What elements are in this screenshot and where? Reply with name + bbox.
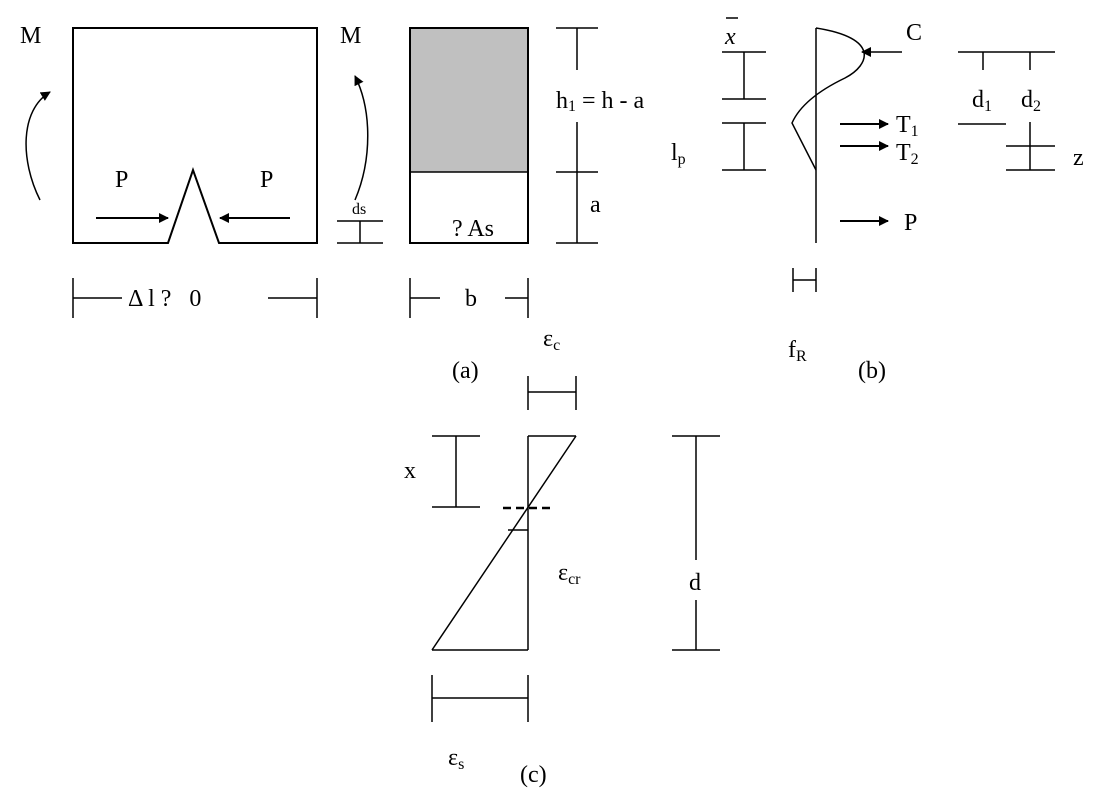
beam-element <box>72 27 318 244</box>
ds-label: ds <box>352 201 366 218</box>
force-left-label: P <box>115 167 128 193</box>
x-label: x <box>404 458 416 484</box>
width-label: b <box>465 286 477 312</box>
stress-curve <box>791 27 865 171</box>
eps-cr-label: εcr <box>558 560 581 588</box>
h1-label: h1 = h - a <box>556 88 645 115</box>
force-right-label: P <box>260 167 273 193</box>
fr-label: fR <box>788 337 807 365</box>
panel-a-label: (a) <box>452 358 479 384</box>
lp-dimension <box>722 122 766 171</box>
length-dimension <box>72 278 318 318</box>
p-force-label: P <box>904 210 917 236</box>
ds-dimension <box>337 220 383 244</box>
strain-line <box>431 435 577 651</box>
eps-s-label: εs <box>448 745 464 773</box>
panel-b-label: (b) <box>858 358 886 384</box>
xbar-label: x <box>724 24 736 50</box>
d-dimension <box>672 435 720 651</box>
xbar-dimension <box>722 51 766 100</box>
lp-label: lp <box>671 140 686 168</box>
panel-c-label: (c) <box>520 762 547 788</box>
moment-left-label: M <box>20 23 41 49</box>
d-label: d <box>689 570 701 596</box>
eps-c-label: εc <box>543 326 560 354</box>
compression-zone <box>410 28 528 172</box>
moment-right-arrow <box>354 75 369 201</box>
t2-label: T2 <box>896 140 919 168</box>
d1-label: d1 <box>972 87 992 115</box>
moment-left-arrow <box>25 91 51 201</box>
lever-arm-dimensions <box>958 51 1055 171</box>
compression-force-label: C <box>906 20 922 46</box>
z-label: z <box>1073 145 1084 171</box>
length-change-label: Δ l ? 0 <box>128 286 201 312</box>
t1-label: T1 <box>896 112 919 140</box>
fr-dimension <box>792 268 817 292</box>
d2-label: d2 <box>1021 87 1041 115</box>
cross-section <box>409 27 529 244</box>
x-dimension <box>432 435 480 508</box>
moment-right-label: M <box>340 23 361 49</box>
eps-c-dimension <box>527 376 577 410</box>
a-label: a <box>590 192 601 218</box>
eps-s-dimension <box>431 675 529 722</box>
width-dimension <box>409 278 529 318</box>
steel-area-label: ? As <box>452 216 494 242</box>
height-dimension <box>556 27 598 244</box>
